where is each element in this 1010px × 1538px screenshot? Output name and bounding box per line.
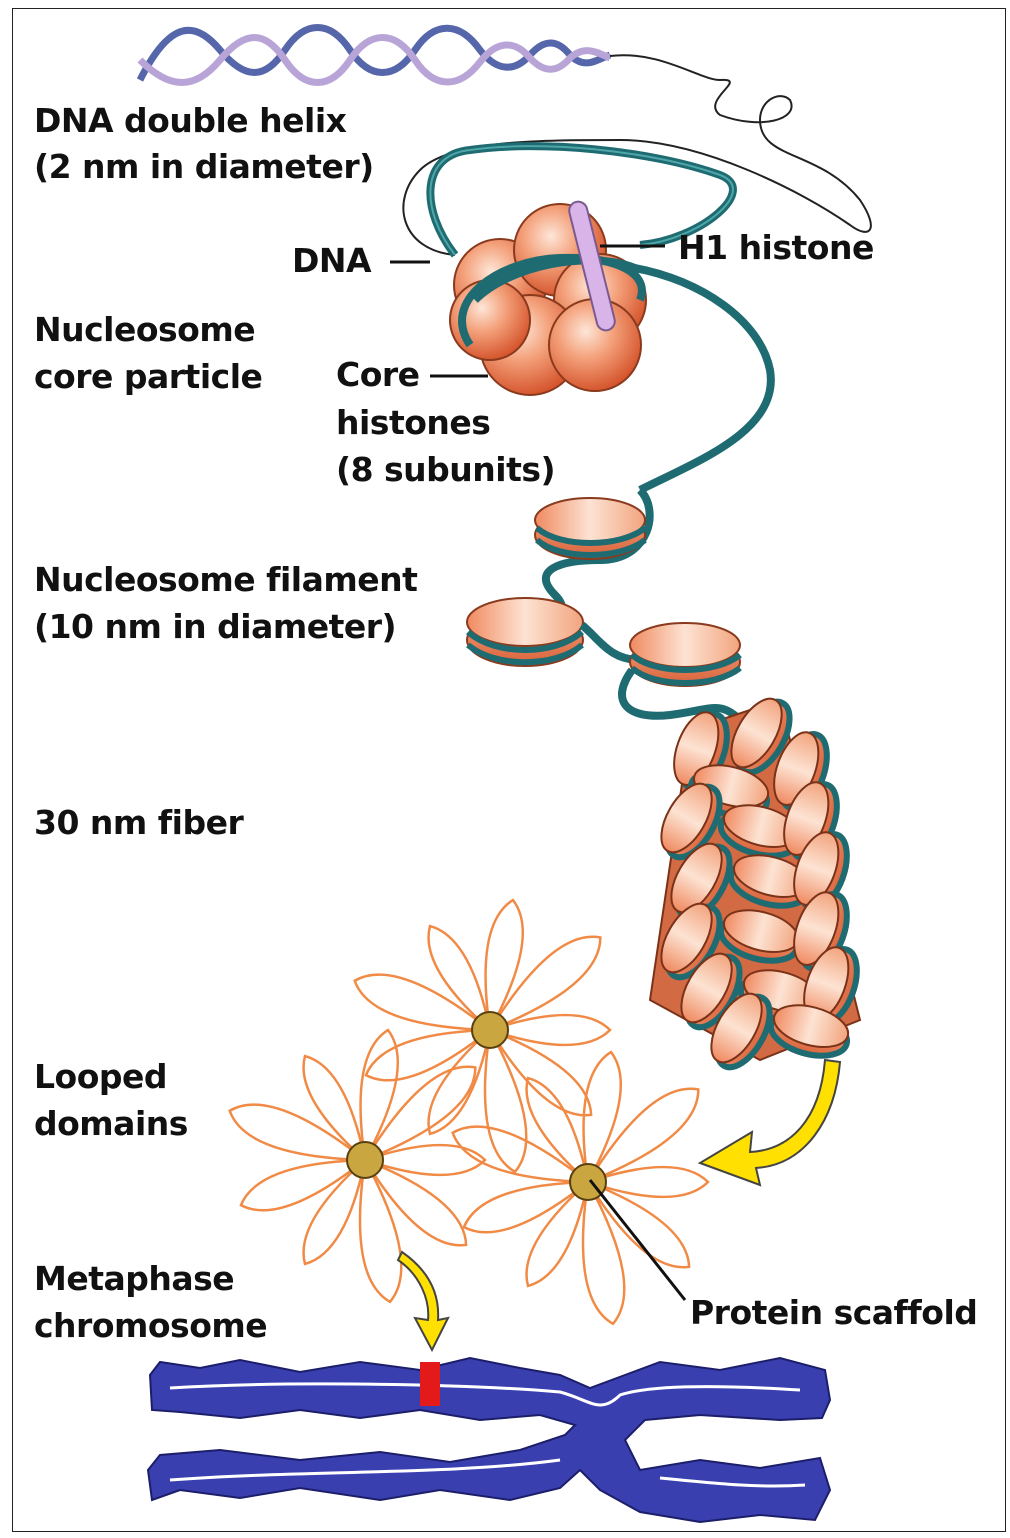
scaffold-knot	[347, 1142, 383, 1178]
chromatin-loop	[485, 1030, 526, 1172]
label-nucleosome-core-1: Nucleosome	[34, 307, 255, 353]
label-filament-2: (10 nm in diameter)	[34, 604, 396, 650]
label-core-histones-1: Core	[336, 352, 420, 398]
label-filament-1: Nucleosome filament	[34, 557, 417, 603]
chromatin-loop	[355, 975, 490, 1030]
chromatin-loop	[464, 1182, 588, 1232]
chromatin-loop	[366, 1030, 490, 1080]
chromatin-loop	[453, 1127, 588, 1182]
label-metaphase-2: chromosome	[34, 1303, 267, 1349]
arrow-fiber-to-loops	[700, 1060, 840, 1185]
chromatin-loop	[486, 900, 523, 1030]
label-core-histones-3: (8 subunits)	[336, 447, 555, 493]
chromatin-loop	[230, 1105, 365, 1160]
label-core-histones-2: histones	[336, 400, 490, 446]
label-dna-helix-1: DNA double helix	[34, 98, 346, 144]
chromatin-loop	[584, 1052, 621, 1182]
chromatin-loop	[583, 1182, 624, 1324]
label-h1-histone: H1 histone	[678, 225, 874, 271]
label-looped-1: Looped	[34, 1054, 167, 1100]
label-looped-2: domains	[34, 1101, 188, 1147]
chromosome-band	[420, 1362, 440, 1406]
chromatin-loop	[360, 1160, 401, 1302]
metaphase-chromosome	[148, 1358, 830, 1522]
label-metaphase-1: Metaphase	[34, 1256, 234, 1302]
label-dna-helix-2: (2 nm in diameter)	[34, 144, 374, 190]
label-dna: DNA	[292, 238, 371, 284]
label-nucleosome-core-2: core particle	[34, 354, 262, 400]
label-protein-scaffold: Protein scaffold	[690, 1290, 977, 1336]
arrow-loops-to-chromosome	[398, 1252, 448, 1350]
chromatin-loop	[241, 1160, 365, 1210]
label-30nm-fiber: 30 nm fiber	[34, 800, 243, 846]
looped-domains	[230, 900, 708, 1324]
nucleosome-filament	[467, 490, 740, 720]
loop-rosette	[230, 1030, 485, 1302]
thirty-nm-fiber	[650, 690, 868, 1077]
scaffold-knot	[472, 1012, 508, 1048]
